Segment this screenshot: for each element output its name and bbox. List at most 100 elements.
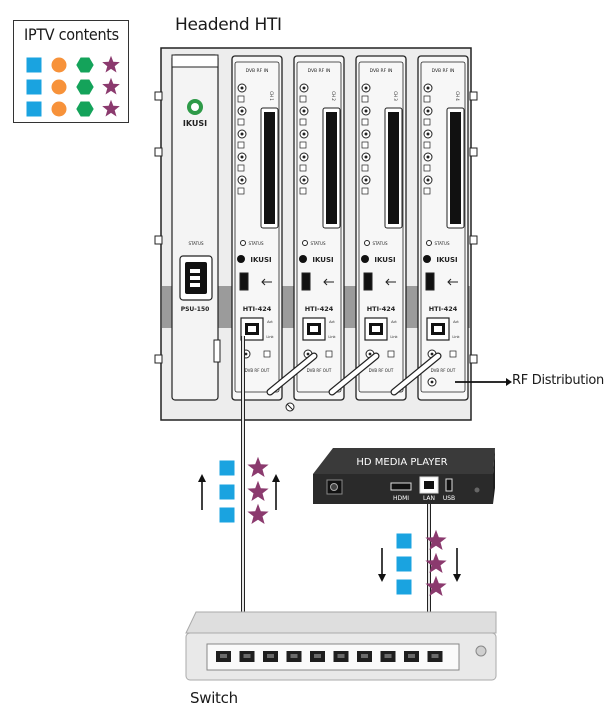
module-status: STATUS <box>310 241 325 246</box>
star-icon <box>102 77 120 95</box>
svg-text:HDMI: HDMI <box>393 495 409 502</box>
square-icon <box>26 101 42 117</box>
down-arrow-icon <box>378 574 386 582</box>
circle-icon <box>51 57 67 73</box>
rf-in-label: DVB RF IN <box>246 68 269 74</box>
module-status: STATUS <box>248 241 263 246</box>
down-arrow-icon <box>453 574 461 582</box>
ikusi-logo-icon <box>361 255 369 263</box>
psu-status: STATUS <box>188 241 203 246</box>
rf-in-label: DVB RF IN <box>370 68 393 74</box>
square-icon <box>396 556 412 572</box>
circle-icon <box>51 101 67 117</box>
star-icon <box>247 456 269 477</box>
rf-arrow-head-icon <box>506 378 512 386</box>
network-switch <box>185 611 497 681</box>
usb-port <box>301 272 311 291</box>
up-arrow-icon <box>198 474 206 482</box>
square-icon <box>26 79 42 95</box>
card-slot <box>388 112 399 224</box>
svg-text:Act: Act <box>329 320 335 324</box>
module-logo: IKUSI <box>312 256 333 264</box>
ikusi-logo-icon <box>423 255 431 263</box>
hti-module-1: DVB RF IN CH 1 STATUS IKUSI HTI-424ActLinkDV… <box>231 55 283 401</box>
usb-icon <box>385 278 396 286</box>
usb-icon <box>323 278 334 286</box>
module-status: STATUS <box>434 241 449 246</box>
rf-out-label: DVB RF OUT <box>245 368 270 373</box>
svg-text:Link: Link <box>452 335 460 339</box>
module-logo: IKUSI <box>250 256 271 264</box>
circle-icon <box>51 79 67 95</box>
svg-text:Act: Act <box>267 320 273 324</box>
channel-label: CH 2 <box>331 91 336 101</box>
hti-module-3: DVB RF IN CH 3 STATUS IKUSI HTI-424ActLinkDV… <box>355 55 407 401</box>
hti-module-4: DVB RF IN CH 4 STATUS IKUSI HTI-424ActLinkDV… <box>417 55 469 401</box>
player-title: HD MEDIA PLAYER <box>356 457 447 468</box>
module-logo: IKUSI <box>374 256 395 264</box>
rf-out-label: DVB RF OUT <box>307 368 332 373</box>
square-icon <box>396 533 412 549</box>
channel-label: CH 3 <box>393 91 398 101</box>
star-icon <box>247 503 269 524</box>
psu-logo: IKUSI <box>183 119 207 128</box>
headend-title: Headend HTI <box>175 15 282 35</box>
rf-out-label: DVB RF OUT <box>369 368 394 373</box>
hexagon-icon <box>76 101 94 117</box>
star-icon <box>425 575 447 596</box>
channel-label: CH 1 <box>269 91 274 101</box>
ikusi-logo-icon <box>299 255 307 263</box>
card-slot <box>450 112 461 224</box>
legend-icons <box>26 55 120 117</box>
module-model: HTI-424 <box>243 305 272 313</box>
svg-text:Act: Act <box>391 320 397 324</box>
star-icon <box>425 552 447 573</box>
module-model: HTI-424 <box>429 305 458 313</box>
ikusi-logo-icon <box>237 255 245 263</box>
hexagon-icon <box>76 57 94 73</box>
hd-media-player: HD MEDIA PLAYER HDMI LAN USB <box>313 448 495 504</box>
module-model: HTI-424 <box>305 305 334 313</box>
module-status: STATUS <box>372 241 387 246</box>
square-icon <box>26 57 42 73</box>
psu-model: PSU-150 <box>181 306 210 313</box>
psu-module: IKUSI STATUS PSU-150 <box>171 54 221 401</box>
svg-text:LAN: LAN <box>423 495 435 502</box>
usb-icon <box>447 278 458 286</box>
square-icon <box>219 460 235 476</box>
usb-port <box>445 478 453 492</box>
card-slot <box>326 112 337 224</box>
up-arrow-icon <box>272 474 280 482</box>
svg-text:Link: Link <box>266 335 274 339</box>
rf-distribution-label: RF Distribution <box>512 373 604 388</box>
square-icon <box>219 507 235 523</box>
usb-icon <box>261 278 272 286</box>
downstream-flow <box>378 529 461 596</box>
square-icon <box>396 579 412 595</box>
usb-port <box>425 272 435 291</box>
star-icon <box>102 55 120 73</box>
svg-text:Link: Link <box>390 335 398 339</box>
switch-label: Switch <box>190 689 238 707</box>
star-icon <box>425 529 447 550</box>
hti-module-2: DVB RF IN CH 2 STATUS IKUSI HTI-424ActLinkDV… <box>293 55 345 401</box>
module-logo: IKUSI <box>436 256 457 264</box>
module-model: HTI-424 <box>367 305 396 313</box>
channel-label: CH 4 <box>455 91 460 101</box>
rf-out-label: DVB RF OUT <box>431 368 456 373</box>
rf-in-label: DVB RF IN <box>308 68 331 74</box>
square-icon <box>219 484 235 500</box>
svg-text:USB: USB <box>443 495 455 502</box>
rf-in-label: DVB RF IN <box>432 68 455 74</box>
svg-text:Act: Act <box>453 320 459 324</box>
upstream-flow <box>198 456 280 524</box>
svg-text:Link: Link <box>328 335 336 339</box>
iptv-legend: IPTV contents <box>13 20 129 123</box>
star-icon <box>102 99 120 117</box>
usb-port <box>239 272 249 291</box>
card-slot <box>264 112 275 224</box>
hexagon-icon <box>76 79 94 95</box>
star-icon <box>247 480 269 501</box>
usb-port <box>363 272 373 291</box>
